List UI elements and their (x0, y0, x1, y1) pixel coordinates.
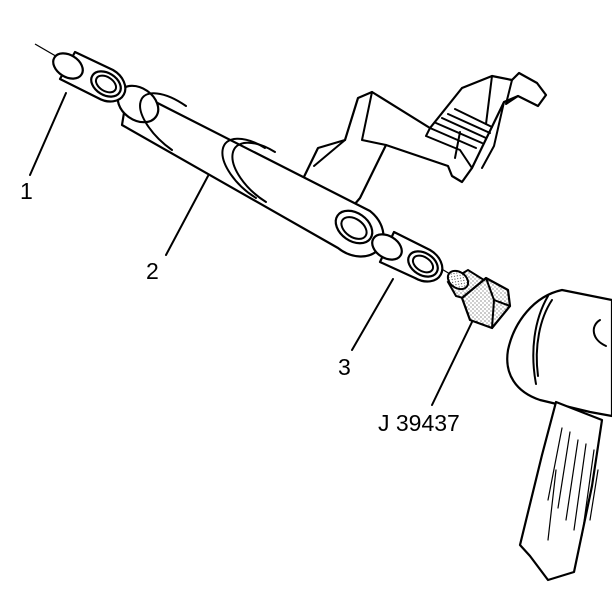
bracket-arm (298, 71, 548, 214)
part-1-bushing (52, 50, 127, 103)
installer-tool (446, 268, 512, 330)
leader-part-3 (351, 278, 394, 351)
leader-tool (431, 321, 473, 406)
leader-part-2 (165, 175, 209, 256)
callout-tool: J 39437 (378, 410, 460, 436)
leader-part-1 (29, 92, 67, 176)
hammer (506, 288, 612, 582)
part-3-bushing (371, 230, 444, 283)
callout-part-3: 3 (338, 354, 351, 380)
callout-part-1: 1 (20, 178, 33, 204)
leader-lines (29, 92, 473, 406)
callout-part-2: 2 (146, 258, 159, 284)
